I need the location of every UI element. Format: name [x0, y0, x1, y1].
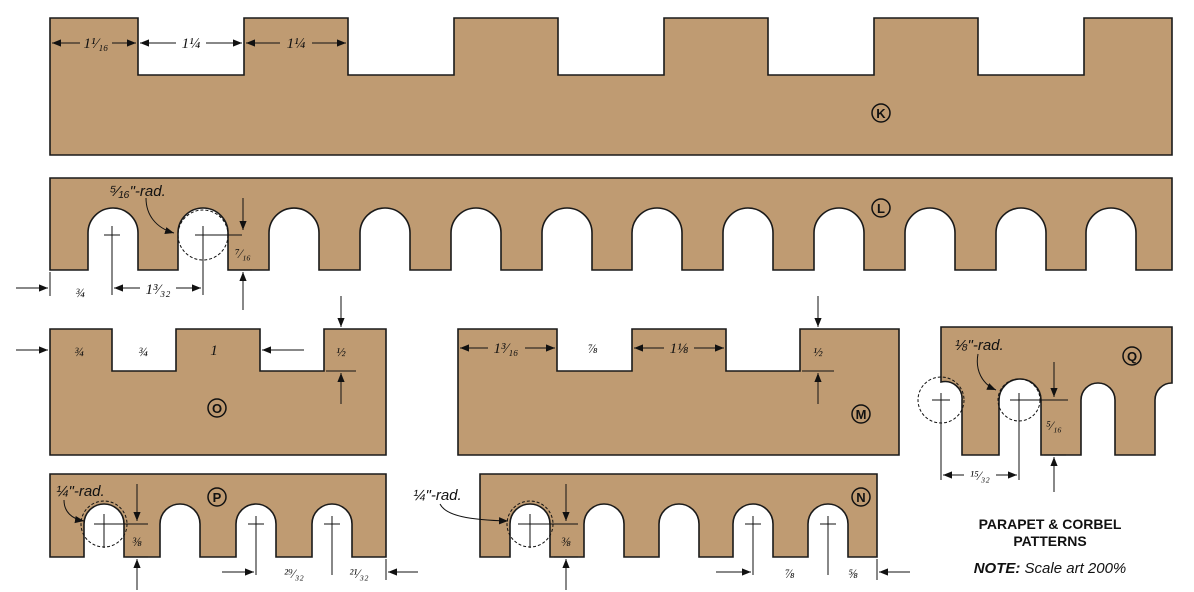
- radius-label-l: ⁵⁄₁₆"-rad.: [110, 183, 166, 200]
- pattern-o: ¾ ¾ 1 ½ O: [16, 296, 387, 456]
- dim-p-1: ⅜: [132, 534, 142, 549]
- label-circle-p: [207, 487, 227, 507]
- pattern-q: ⅛"-rad. ⁵⁄₁₆ ¹⁵⁄₃₂ Q: [917, 326, 1173, 492]
- radius-label-p: ¼"-rad.: [56, 483, 105, 500]
- radius-circle-l: [177, 209, 229, 261]
- title-line-2: PATTERNS: [1013, 533, 1087, 549]
- pattern-m: 1³⁄₁₆ ⅞ 1⅛ ½ M: [457, 296, 900, 456]
- pattern-l: ⁵⁄₁₆"-rad. ¾ 1³⁄₃₂ ⁷⁄₁₆ L: [16, 177, 1173, 310]
- dim-k-1: 1¹⁄₁₆: [84, 36, 109, 52]
- label-circle-l: [871, 198, 891, 218]
- radius-label-n: ¼"-rad.: [413, 487, 462, 504]
- dim-n-3: ⅝: [848, 566, 858, 581]
- dim-m-3: 1⅛: [670, 341, 689, 357]
- pattern-p: ¼"-rad. ⅜ ²⁹⁄₃₂ ²¹⁄₃₂ P: [49, 473, 418, 590]
- dimension-k-edge: 1¹⁄₁₆: [52, 36, 136, 52]
- dim-l-3: ⁷⁄₁₆: [235, 246, 251, 261]
- label-circle-m: [851, 404, 871, 424]
- label-l: L: [877, 201, 885, 216]
- dim-o-3: 1: [210, 343, 218, 359]
- dim-q-1: ⁵⁄₁₆: [1046, 418, 1062, 433]
- label-m: M: [856, 407, 867, 422]
- dim-l-1: ¾: [75, 285, 85, 300]
- pattern-k: 1¹⁄₁₆ 1¼ 1¼ K: [49, 17, 1173, 156]
- dim-l-2: 1³⁄₃₂: [146, 282, 171, 298]
- label-circle-k: [871, 103, 891, 123]
- label-o: O: [212, 401, 222, 416]
- board-o: [49, 328, 387, 456]
- dimension-k-notch: 1¼: [140, 36, 242, 52]
- label-q: Q: [1127, 349, 1137, 364]
- dim-p-3: ²¹⁄₃₂: [349, 566, 368, 581]
- caption: PARAPET & CORBEL PATTERNS NOTE: Scale ar…: [930, 516, 1170, 577]
- dim-k-3: 1¼: [287, 36, 306, 52]
- board-p: [49, 473, 387, 558]
- label-circle-q: [1122, 346, 1142, 366]
- pattern-n: ¼"-rad. ⅜ ⅞ ⅝ N: [413, 473, 910, 590]
- dim-p-2: ²⁹⁄₃₂: [284, 566, 304, 581]
- note: NOTE: Scale art 200%: [930, 560, 1170, 577]
- title-line-1: PARAPET & CORBEL: [978, 516, 1122, 532]
- board-m: [457, 328, 900, 456]
- dim-o-1: ¾: [74, 344, 84, 359]
- board-n: [479, 473, 878, 558]
- note-label: NOTE:: [973, 560, 1021, 577]
- dim-n-2: ⅞: [785, 566, 795, 581]
- board-k: [49, 17, 1173, 156]
- dimension-k-merlon: 1¼: [246, 36, 346, 52]
- label-circle-o: [207, 398, 227, 418]
- dim-m-1: 1³⁄₁₆: [494, 341, 519, 357]
- board-l: [49, 177, 1173, 271]
- dim-q-2: ¹⁵⁄₃₂: [970, 468, 990, 483]
- dim-o-4: ½: [336, 344, 346, 359]
- label-p: P: [213, 490, 222, 505]
- note-text: Scale art 200%: [1024, 560, 1127, 577]
- radius-label-q: ⅛"-rad.: [955, 337, 1004, 354]
- dim-o-2: ¾: [138, 344, 148, 359]
- label-k: K: [876, 106, 886, 121]
- label-n: N: [856, 490, 865, 505]
- dim-n-1: ⅜: [561, 534, 571, 549]
- dim-m-2: ⅞: [588, 341, 598, 356]
- dim-k-2: 1¼: [182, 36, 201, 52]
- dim-m-4: ½: [813, 344, 823, 359]
- label-circle-n: [851, 487, 871, 507]
